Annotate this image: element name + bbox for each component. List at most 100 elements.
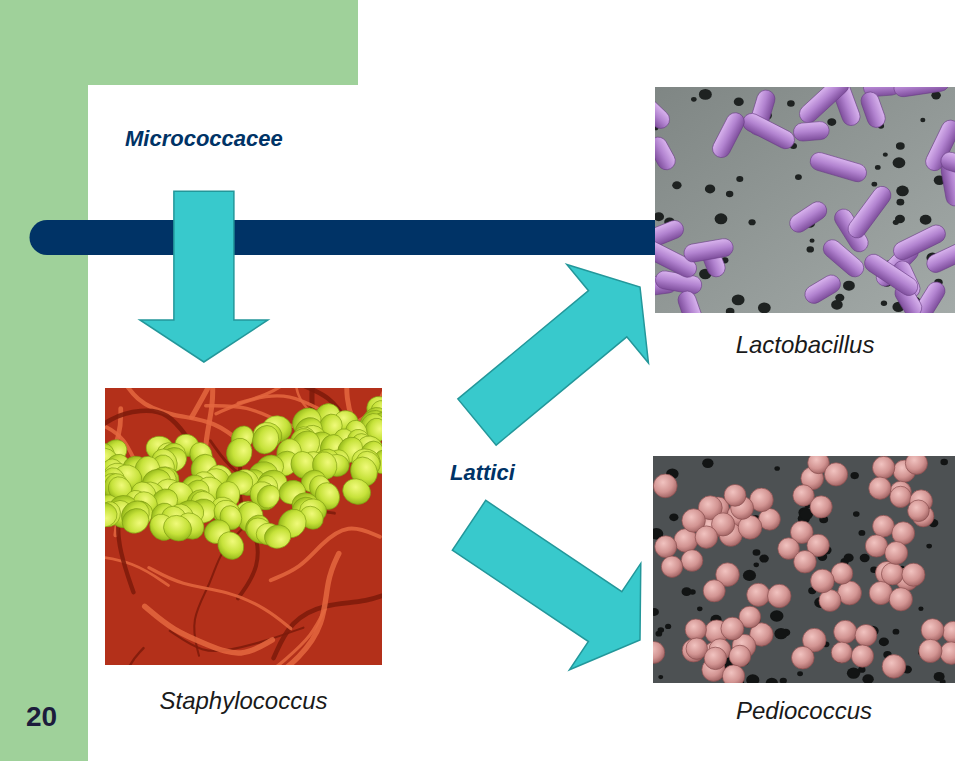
coccus-cell (869, 477, 891, 499)
membrane-pore (787, 100, 795, 106)
membrane-pore (736, 176, 743, 182)
membrane-pore (896, 142, 905, 149)
coccus-cell (940, 642, 955, 665)
rod-bacterium (676, 289, 705, 313)
rod-bacterium (808, 150, 869, 184)
membrane-pore (754, 562, 759, 567)
membrane-pore (726, 308, 735, 313)
caption-holder: Lactobacillus (635, 331, 960, 359)
membrane-pore (665, 624, 671, 629)
coccus-cell (703, 580, 725, 602)
membrane-pore (732, 294, 745, 305)
coccus-cell (653, 474, 677, 498)
rod-bacterium (740, 110, 798, 152)
genus-caption: Staphylococcus (159, 687, 327, 714)
coccus-cell (885, 542, 908, 565)
membrane-pore (934, 672, 945, 681)
membrane-pore (797, 671, 803, 676)
membrane-pore (872, 182, 878, 187)
staphylococcus-micrograph (105, 388, 382, 665)
membrane-pore (879, 637, 889, 646)
caption-holder: Staphylococcus (85, 687, 402, 715)
membrane-pore (920, 215, 932, 225)
membrane-pore (862, 674, 873, 683)
membrane-pore (940, 459, 948, 465)
membrane-pore (758, 302, 771, 313)
membrane-pore (827, 118, 836, 126)
coccus-cell (851, 645, 873, 667)
coccus-cell (872, 456, 894, 478)
membrane-pore (655, 212, 664, 221)
rod-bacterium (820, 236, 868, 281)
coccus-cell (653, 641, 665, 663)
rod-bacterium (859, 89, 888, 129)
coccus-cell (339, 474, 375, 508)
micrograph-box: Lactobacillus (655, 87, 955, 313)
group-label: Lattici (447, 458, 518, 487)
coccus-cell (831, 642, 852, 663)
group-label: Micrococcacee (122, 124, 286, 153)
membrane-pore (746, 674, 759, 683)
membrane-pore (669, 513, 678, 521)
coccus-cell (160, 511, 196, 545)
rod-bacterium (893, 87, 951, 98)
coccus-cell (655, 536, 677, 558)
coccus-cell (661, 556, 682, 577)
coccus-cell (729, 645, 751, 667)
coccus-cell (855, 624, 877, 646)
membrane-pore (893, 157, 906, 168)
coccus-cell (881, 563, 903, 585)
coccus-cell (919, 639, 942, 662)
rod-bacterium (861, 251, 921, 299)
membrane-pore (672, 181, 681, 189)
membrane-pore (835, 294, 844, 302)
coccus-cell (747, 583, 770, 606)
membrane-pore (691, 97, 697, 102)
coccus-cell (869, 581, 892, 604)
membrane-pore (702, 458, 713, 468)
membrane-pore (843, 281, 855, 291)
fibrin-strand (125, 648, 143, 665)
membrane-pore (896, 186, 909, 197)
membrane-pore (920, 118, 925, 122)
membrane-pore (780, 678, 787, 683)
membrane-pore (860, 554, 870, 562)
coccus-cell (685, 619, 706, 640)
green-strip (0, 0, 88, 761)
coccus-cell (908, 500, 930, 522)
membrane-pore (705, 185, 715, 194)
coccus-cell (704, 647, 726, 669)
membrane-pore (875, 165, 881, 170)
coccus-cell (873, 515, 895, 537)
membrane-pore (858, 530, 865, 536)
coccus-cell (721, 617, 744, 640)
rod-bacterium (655, 87, 673, 132)
micrograph-box: Pediococcus (653, 456, 955, 683)
membrane-pore (658, 675, 663, 679)
rod-bacterium (786, 198, 830, 235)
membrane-pore (893, 220, 899, 225)
coccus-cell (892, 522, 915, 545)
membrane-pore (881, 301, 887, 306)
membrane-pore (795, 174, 802, 180)
membrane-pore (918, 607, 923, 611)
coccus-cell (695, 526, 717, 548)
membrane-pore (743, 570, 756, 581)
rod-bacterium (802, 272, 844, 307)
rod-bacterium (796, 87, 853, 127)
membrane-pore (850, 472, 858, 479)
block-arrow (452, 500, 640, 669)
coccus-cell (105, 501, 118, 528)
membrane-pore (847, 668, 860, 679)
coccus-cell (889, 588, 912, 611)
membrane-pore (715, 213, 728, 224)
membrane-pore (766, 678, 778, 683)
coccus-cell (824, 463, 847, 486)
membrane-pore (748, 219, 755, 225)
coccus-cell (768, 584, 792, 608)
group-name: Lattici (450, 460, 515, 485)
membrane-pore (883, 153, 888, 157)
coccus-cell (262, 523, 293, 551)
fibrin-strand (105, 555, 168, 586)
